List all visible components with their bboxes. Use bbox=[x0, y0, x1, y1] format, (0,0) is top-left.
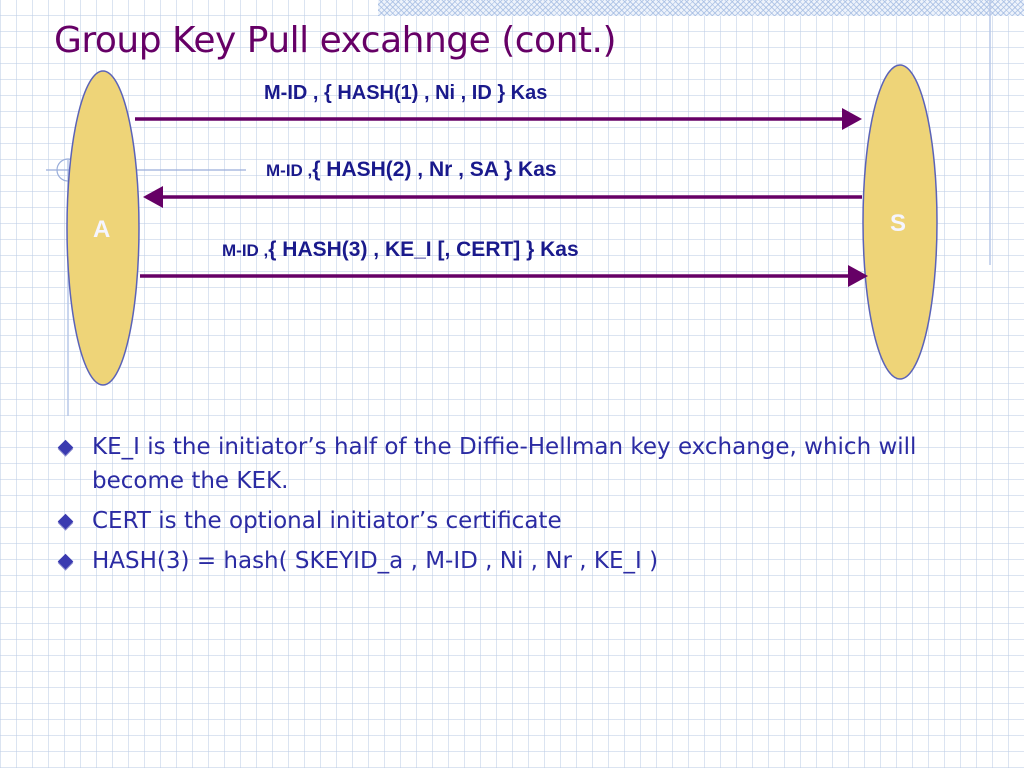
arrow-message-2 bbox=[143, 186, 862, 208]
node-a-label: A bbox=[93, 216, 111, 243]
node-s-ellipse bbox=[862, 64, 938, 380]
diamond-bullet-icon bbox=[57, 439, 74, 456]
message-2-prefix: M-ID , bbox=[266, 161, 313, 180]
bullet-text: CERT is the optional initiator’s certifi… bbox=[92, 508, 562, 534]
message-1-text: M-ID , { HASH(1) , Ni , ID } Kas bbox=[264, 82, 548, 104]
bullet-item: KE_I is the initiator’s half of the Diff… bbox=[54, 430, 954, 498]
message-3-prefix: M-ID , bbox=[222, 241, 269, 260]
message-3-text: { HASH(3) , KE_I [, CERT] } Kas bbox=[268, 238, 579, 261]
bullet-text: HASH(3) = hash( SKEYID_a , M-ID , Ni , N… bbox=[92, 548, 659, 574]
message-1-label: M-ID , { HASH(1) , Ni , ID } Kas bbox=[264, 82, 547, 105]
diamond-bullet-icon bbox=[57, 513, 74, 530]
diamond-bullet-icon bbox=[57, 553, 74, 570]
bullet-text: KE_I is the initiator’s half of the Diff… bbox=[92, 434, 917, 494]
bullet-item: HASH(3) = hash( SKEYID_a , M-ID , Ni , N… bbox=[54, 544, 954, 578]
arrow-message-1 bbox=[135, 108, 862, 130]
message-3-label: M-ID ,{ HASH(3) , KE_I [, CERT] } Kas bbox=[222, 238, 579, 262]
bullet-list: KE_I is the initiator’s half of the Diff… bbox=[54, 430, 954, 584]
node-a-ellipse bbox=[66, 70, 140, 386]
node-s-label: S bbox=[890, 210, 907, 237]
slide-title: Group Key Pull excahnge (cont.) bbox=[54, 20, 617, 61]
message-2-text: { HASH(2) , Nr , SA } Kas bbox=[312, 158, 557, 181]
top-decorative-band bbox=[378, 0, 1024, 16]
bullet-item: CERT is the optional initiator’s certifi… bbox=[54, 504, 954, 538]
message-2-label: M-ID ,{ HASH(2) , Nr , SA } Kas bbox=[266, 158, 557, 182]
arrow-message-3 bbox=[140, 265, 868, 287]
